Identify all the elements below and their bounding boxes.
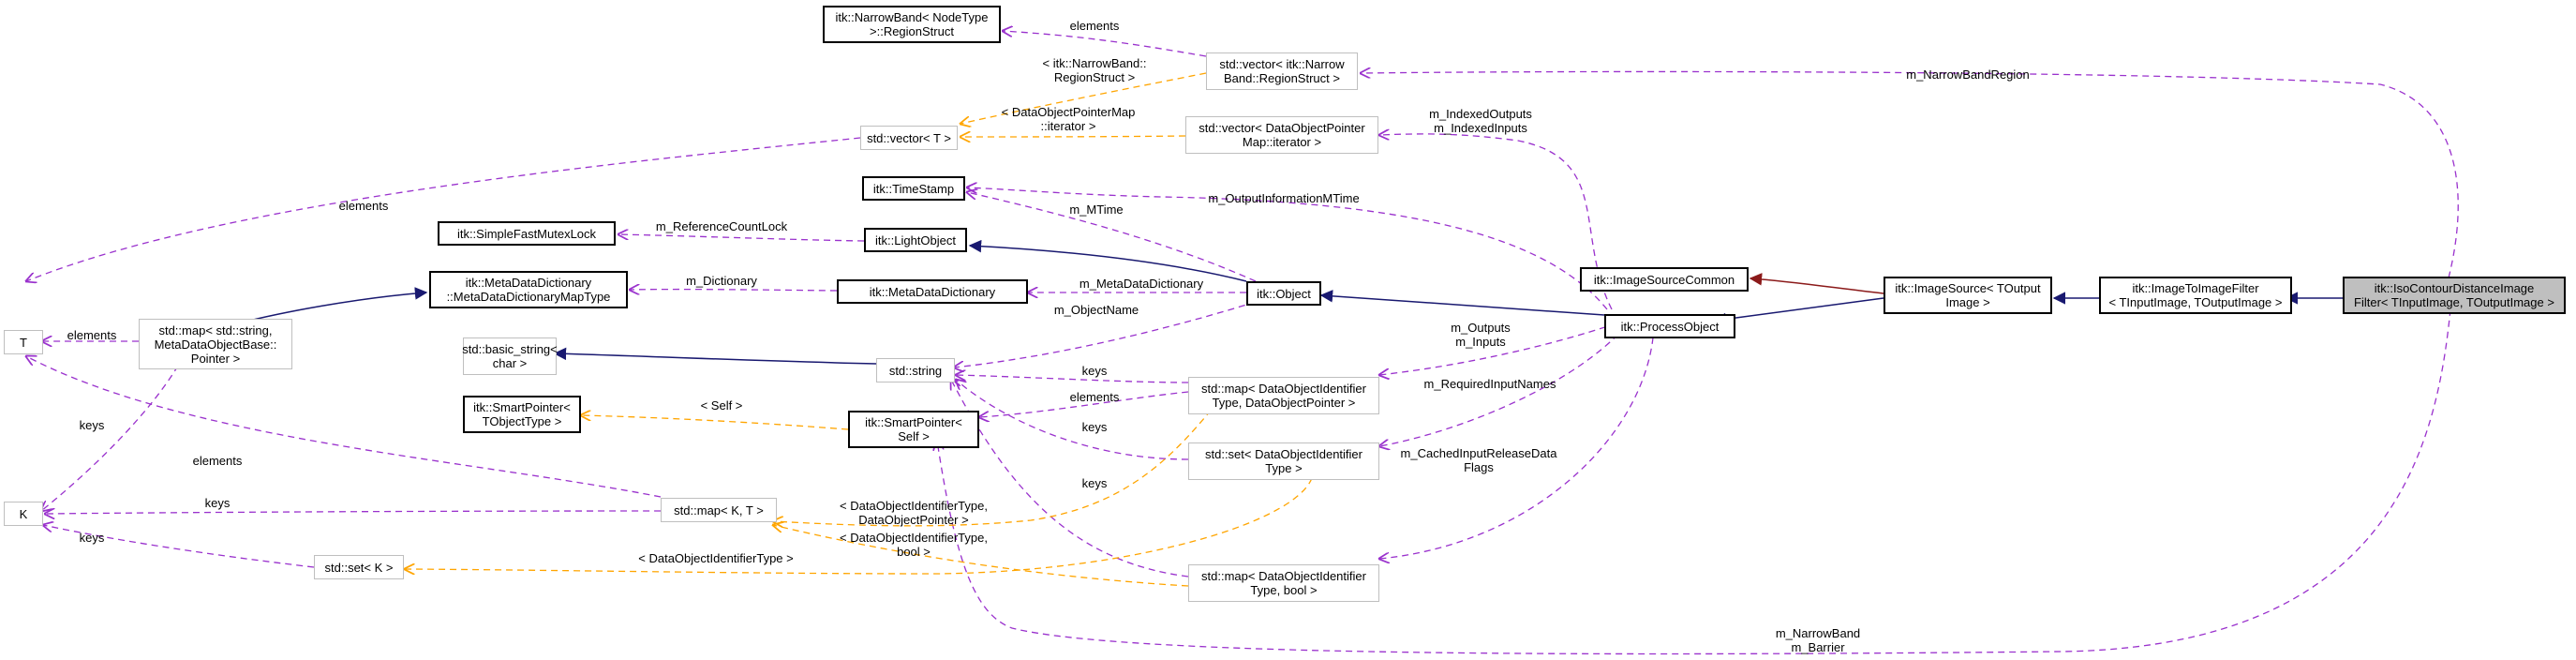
node-vector-narrowband[interactable]: std::vector< itk::Narrow Band::RegionStr…: [1206, 52, 1358, 90]
label-m-outputinformationmtime: m_OutputInformationMTime: [1208, 191, 1360, 205]
edge-tpl-regionstruct: [960, 72, 1207, 124]
edge-processobject-to-object: [1319, 290, 1605, 316]
label-m-dictionary: m_Dictionary: [686, 274, 757, 288]
node-map-doi-bool[interactable]: std::map< DataObjectIdentifier Type, boo…: [1188, 564, 1379, 602]
edge-tpl-doi-dop: [773, 400, 1219, 526]
edge-maptype-to-mapstring: [871, 352, 1021, 358]
label-m-referencecountlock: m_ReferenceCountLock: [655, 219, 788, 233]
node-map-string-metadataobjectbase[interactable]: std::map< std::string, MetaDataObjectBas…: [139, 319, 292, 369]
edge-narrowband-barrier: [937, 308, 2451, 655]
node-basic-string[interactable]: std::basic_string< char >: [462, 338, 558, 375]
edge-set-doi-keys: [956, 380, 1189, 460]
node-imagesourcecommon[interactable]: itk::ImageSourceCommon: [1580, 267, 1749, 292]
node-metadatadictionary[interactable]: itk::MetaDataDictionary: [837, 279, 1028, 304]
label-elements-mapkt: elements: [192, 454, 243, 468]
edge-vector-narrowband-elements: [1003, 31, 1207, 57]
edge-indexed: [1379, 134, 1613, 310]
edge-setk-k-keys: [43, 525, 315, 568]
node-vector-t[interactable]: std::vector< T >: [860, 126, 958, 150]
edge-vector-t-elements: [26, 137, 861, 281]
label-tpl-regionstruct: < itk::NarrowBand:: RegionStruct >: [1042, 56, 1147, 84]
node-smartpointer-tobjecttype[interactable]: itk::SmartPointer< TObjectType >: [463, 396, 581, 433]
label-tpl-self: < Self >: [700, 398, 743, 412]
edge-string-to-basicstring: [553, 347, 877, 365]
label-keys-low: keys: [1081, 476, 1108, 490]
edge-mapstring-k-keys: [41, 365, 179, 511]
node-lightobject[interactable]: itk::LightObject: [864, 228, 967, 252]
label-tpl-doi-dop: < DataObjectIdentifierType, DataObjectPo…: [840, 499, 988, 527]
label-keys-string: keys: [1081, 364, 1108, 378]
label-elements-left: elements: [338, 199, 389, 213]
label-tpl-doi: < DataObjectIdentifierType >: [638, 551, 794, 565]
node-smartpointer-self[interactable]: itk::SmartPointer< Self >: [848, 411, 979, 448]
label-elements-t: elements: [67, 328, 117, 342]
node-map-doi-dop[interactable]: std::map< DataObjectIdentifier Type, Dat…: [1188, 377, 1379, 414]
edge-map-doi-dop-elements: [979, 391, 1189, 417]
label-m-indexed: m_IndexedOutputs m_IndexedInputs: [1429, 107, 1532, 135]
node-metadatadictionary-maptype[interactable]: itk::MetaDataDictionary ::MetaDataDictio…: [429, 271, 628, 308]
node-set-k[interactable]: std::set< K >: [314, 555, 404, 579]
edge-cachedinput: [1379, 325, 1655, 559]
label-m-outputs-inputs: m_Outputs m_Inputs: [1451, 321, 1511, 349]
node-object[interactable]: itk::Object: [1246, 281, 1321, 306]
edge-object-to-lightobject: [968, 239, 1247, 282]
label-m-narrowbandregion: m_NarrowBandRegion: [1906, 68, 2030, 82]
node-set-doi[interactable]: std::set< DataObjectIdentifier Type >: [1188, 442, 1379, 480]
node-k[interactable]: K: [4, 502, 43, 526]
edge-outputinfomtime: [967, 188, 1608, 310]
label-m-mtime: m_MTime: [1069, 202, 1124, 217]
node-isocontourdistanceimagefilter[interactable]: itk::IsoContourDistanceImage Filter< TIn…: [2343, 277, 2566, 314]
node-imagetoimagefilter[interactable]: itk::ImageToImageFilter < TInputImage, T…: [2099, 277, 2292, 314]
node-simplefastmutexlock[interactable]: itk::SimpleFastMutexLock: [438, 221, 616, 246]
edge-objectname: [954, 301, 1257, 368]
edge-referencecountlock: [618, 234, 865, 242]
edge-tpl-dopmap-iter: [960, 136, 1186, 137]
edge-map-doi-dop-keys: [956, 375, 1189, 383]
label-m-objectname: m_ObjectName: [1053, 303, 1139, 317]
label-m-narrowband-barrier: m_NarrowBand m_Barrier: [1775, 626, 1861, 654]
label-m-metadatadictionary: m_MetaDataDictionary: [1079, 277, 1204, 291]
label-m-requiredinputnames: m_RequiredInputNames: [1423, 377, 1556, 391]
edge-mapkt-k-keys: [45, 511, 662, 514]
label-keys-setk: keys: [79, 531, 105, 545]
label-m-cachedinputreleasedataflags: m_CachedInputReleaseData Flags: [1400, 446, 1557, 474]
node-vector-dop-iterator[interactable]: std::vector< DataObjectPointer Map::iter…: [1185, 116, 1378, 154]
edge-narrowbandregion: [1361, 71, 2459, 290]
edge-tpl-doi: [405, 477, 1313, 574]
edge-mtime: [967, 192, 1257, 282]
node-processobject[interactable]: itk::ProcessObject: [1604, 314, 1735, 338]
label-elements-smartpointer: elements: [1069, 390, 1120, 404]
label-keys-mapkt: keys: [204, 496, 231, 510]
label-keys-mid: keys: [1081, 420, 1108, 434]
edge-imagesource-to-processobject: [1713, 297, 1884, 326]
edge-dictionary: [630, 290, 838, 291]
edge-requiredinputnames: [1379, 325, 1627, 446]
label-keys-k-left: keys: [79, 418, 105, 432]
label-elements-top: elements: [1069, 19, 1120, 33]
node-map-k-t[interactable]: std::map< K, T >: [661, 498, 777, 522]
node-imagesource[interactable]: itk::ImageSource< TOutput Image >: [1884, 277, 2052, 314]
edge-tpl-self: [581, 415, 849, 430]
node-t[interactable]: T: [4, 330, 43, 354]
node-string[interactable]: std::string: [876, 358, 955, 382]
label-tpl-dopmap-iter: < DataObjectPointerMap ::iterator >: [1001, 105, 1136, 133]
edge-imagesource-to-imagesourcecommon: [1749, 273, 1884, 294]
node-narrowband-regionstruct[interactable]: itk::NarrowBand< NodeType >::RegionStruc…: [823, 6, 1001, 43]
edge-outputs-inputs: [1379, 322, 1617, 375]
label-tpl-doi-bool: < DataObjectIdentifierType, bool >: [840, 531, 988, 559]
node-timestamp[interactable]: itk::TimeStamp: [862, 176, 965, 201]
